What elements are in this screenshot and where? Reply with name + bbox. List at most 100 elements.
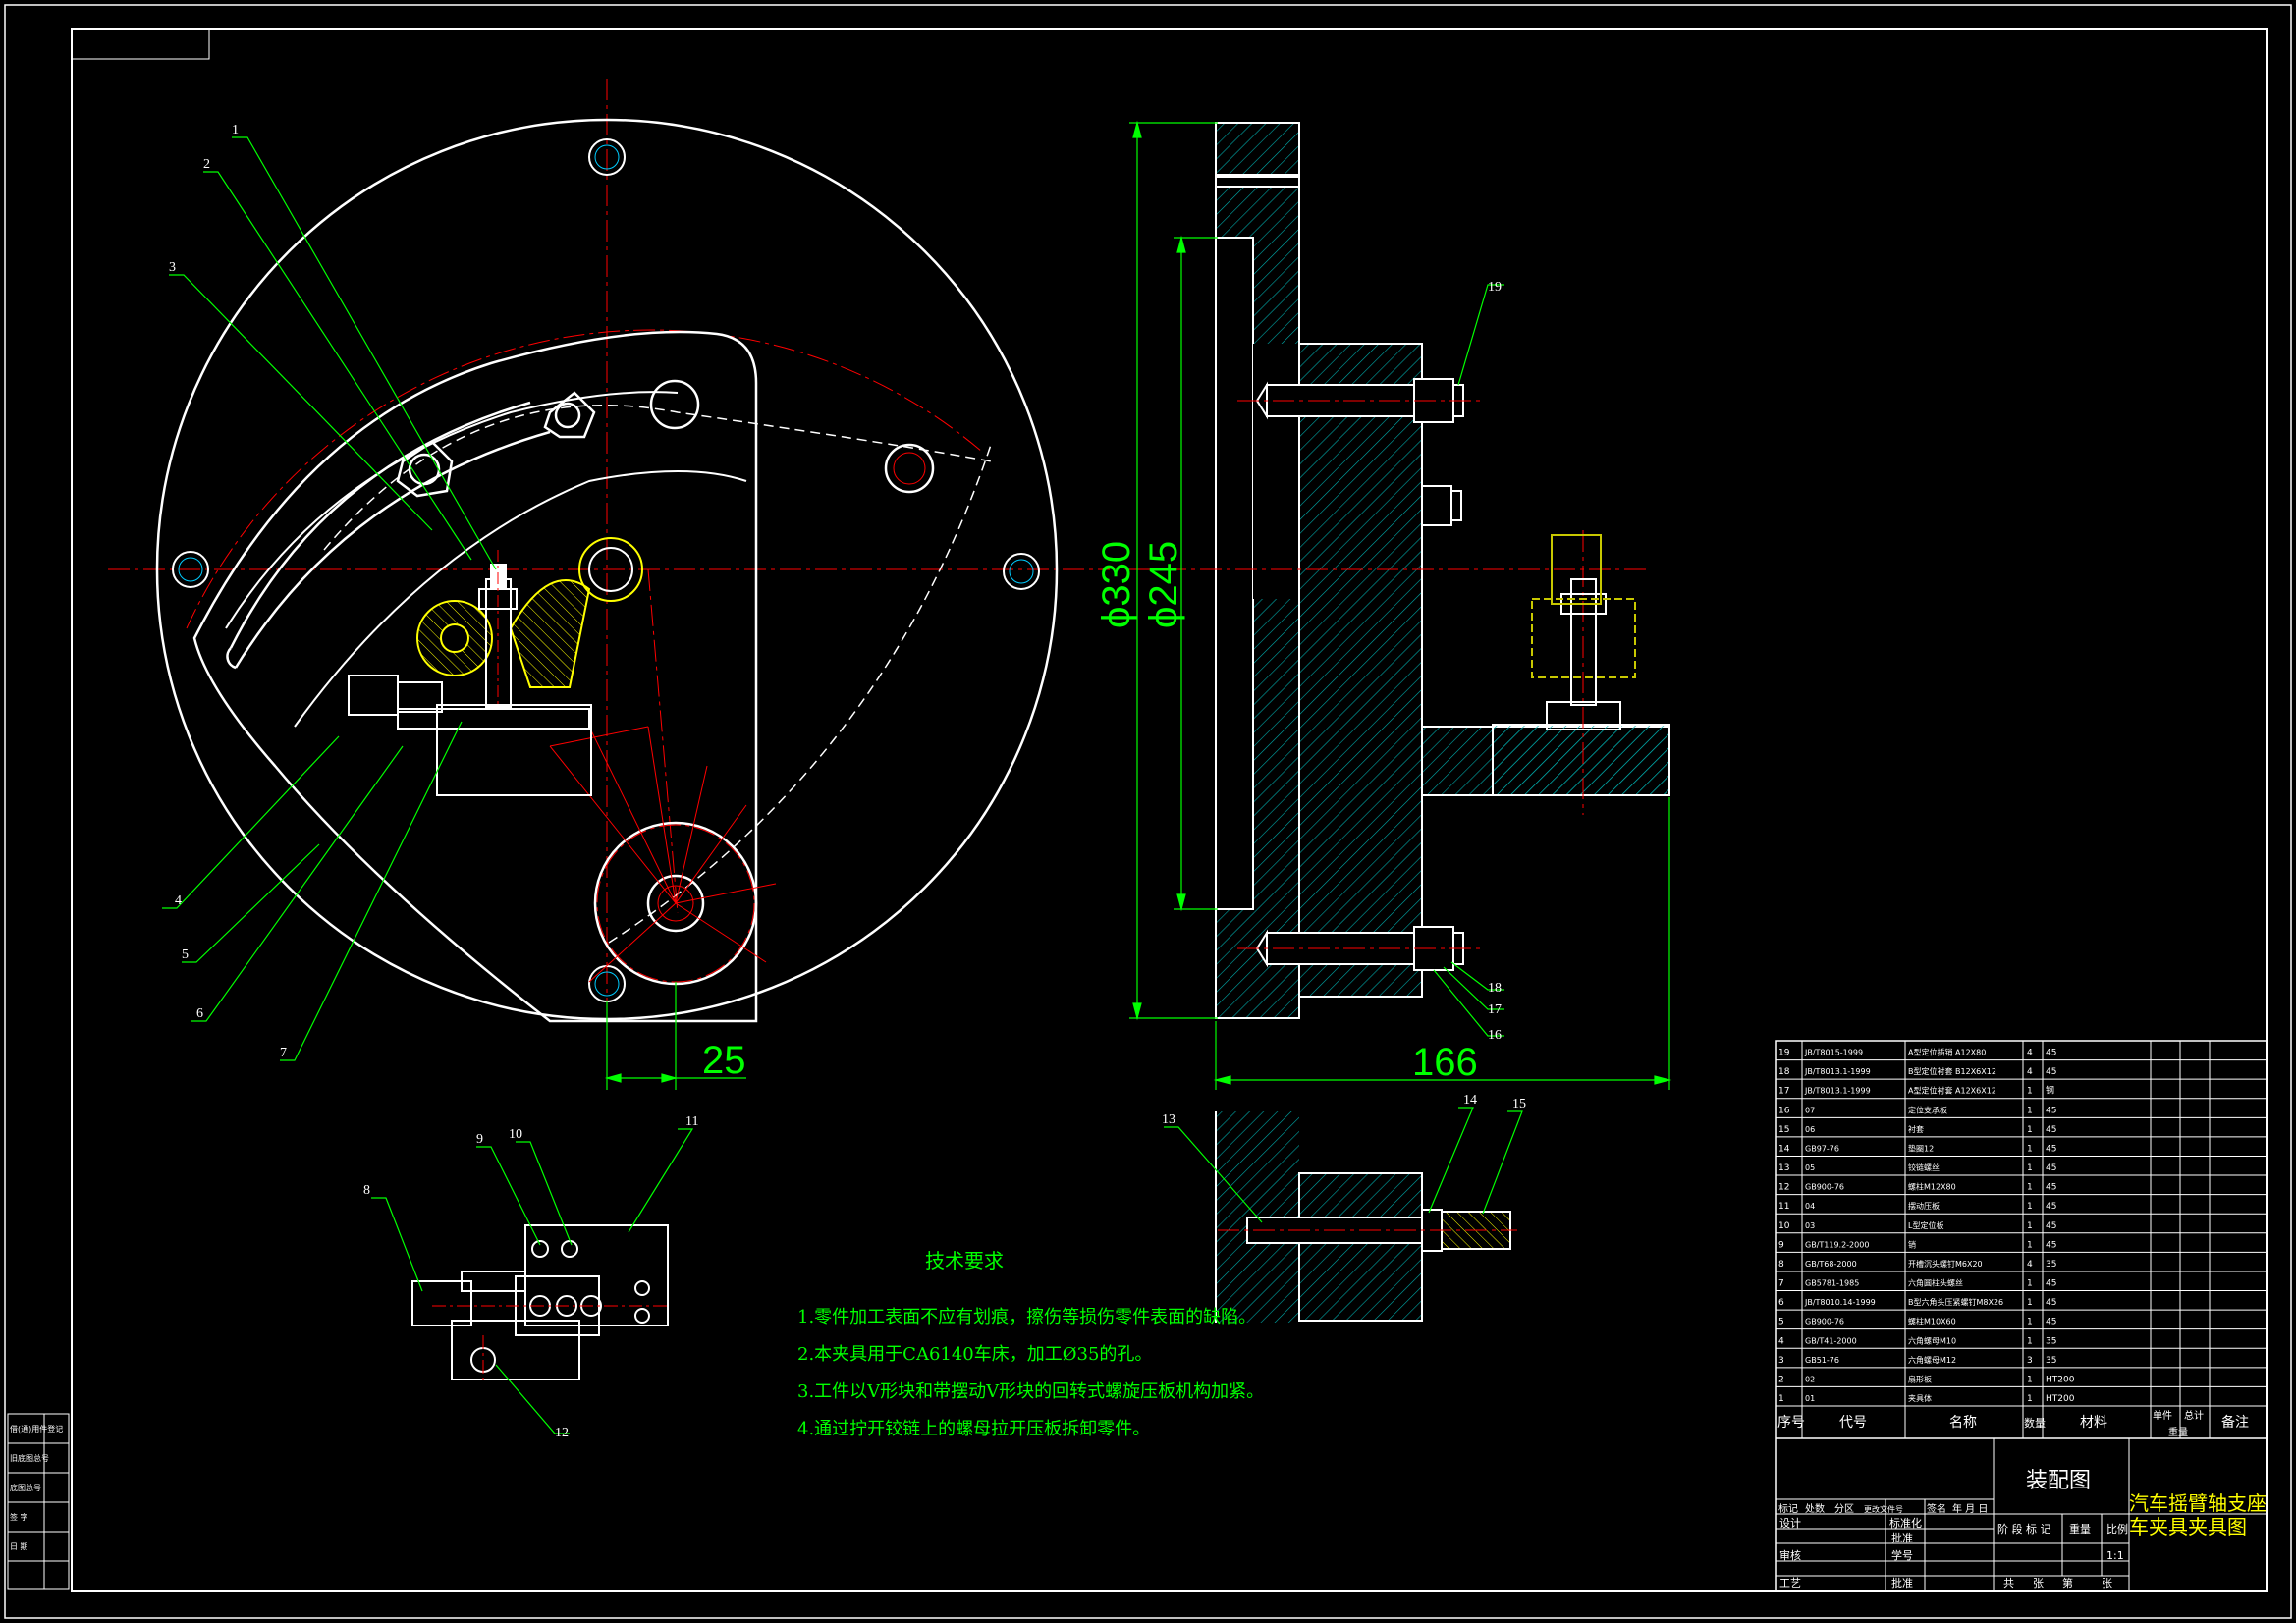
bom-cell: HT200 xyxy=(2046,1375,2075,1384)
bom-cell: GB/T41-2000 xyxy=(1805,1336,1857,1345)
drawing-name-2: 车夹具夹具图 xyxy=(2129,1515,2247,1539)
bom-cell: 1 xyxy=(2027,1221,2033,1231)
bom-cell: 螺柱M10X60 xyxy=(1908,1317,1956,1326)
rev-sign: 签名 xyxy=(1927,1502,1946,1515)
bom-cell: B型定位衬套 B12X6X12 xyxy=(1908,1066,1996,1076)
side-dims xyxy=(1129,120,1672,1090)
bom-cell: 1 xyxy=(1778,1394,1784,1404)
sector-holes xyxy=(396,379,935,498)
bom-cell: B型六角头压紧螺钉M8X26 xyxy=(1908,1297,2003,1307)
sheet-total: 共 xyxy=(2003,1577,2014,1590)
bom-cell: 1 xyxy=(2027,1375,2033,1384)
bom-cell: 1 xyxy=(2027,1125,2033,1135)
bom-cell: 1 xyxy=(2027,1144,2033,1154)
radial-lines xyxy=(549,726,777,983)
bom-cell: 钢 xyxy=(2046,1085,2054,1097)
bom-cell: 1 xyxy=(2027,1183,2033,1193)
balloon-8: 8 xyxy=(363,1183,370,1198)
hinge-detail: 13 14 15 xyxy=(1162,1093,1526,1323)
bom-cell: 45 xyxy=(2046,1125,2056,1135)
tech-req-line-2: 2.本夹具用于CA6140车床，加工Ø35的孔。 xyxy=(797,1344,1153,1365)
front-balloons: 1 2 3 4 5 6 7 xyxy=(169,123,287,1060)
hidden-arc xyxy=(323,404,993,944)
sign-design: 设计 xyxy=(1779,1517,1801,1530)
bom-cell: 六角螺母M10 xyxy=(1908,1335,1956,1345)
bom-cell: 5 xyxy=(1778,1318,1784,1327)
bom-cell: 16 xyxy=(1778,1106,1790,1115)
bom-cell: JB/T8013.1-1999 xyxy=(1804,1067,1871,1076)
bom-cell: 4 xyxy=(2027,1260,2033,1270)
rev-date: 年 月 日 xyxy=(1952,1502,1988,1515)
bom-cell: GB/T119.2-2000 xyxy=(1805,1240,1869,1249)
balloon-2: 2 xyxy=(203,157,210,172)
balloon-14: 14 xyxy=(1463,1093,1477,1108)
bom-cell: 1 xyxy=(2027,1202,2033,1212)
bom-cell: A型定位插销 A12X80 xyxy=(1908,1048,1986,1057)
balloon-4: 4 xyxy=(175,893,182,908)
bom-cell: 1 xyxy=(2027,1106,2033,1115)
sign-standard: 标准化 xyxy=(1889,1516,1922,1530)
bom-cell: 8 xyxy=(1778,1260,1784,1270)
bom-cell: 45 xyxy=(2046,1183,2056,1193)
bom-cell: 6 xyxy=(1778,1298,1784,1308)
bom-header-no: 序号 xyxy=(1777,1415,1805,1431)
bom-cell: 1 xyxy=(2027,1279,2033,1289)
bom-cell: 45 xyxy=(2046,1163,2056,1173)
bom-cell: 六角螺母M12 xyxy=(1908,1355,1956,1365)
balloon-16: 16 xyxy=(1488,1028,1502,1043)
balloon-15: 15 xyxy=(1512,1097,1526,1111)
bom-cell: 10 xyxy=(1778,1221,1790,1231)
tech-req-line-4: 4.通过拧开铰链上的螺母拉开压板拆卸零件。 xyxy=(797,1419,1151,1439)
bom-cell: 45 xyxy=(2046,1221,2056,1231)
sign-approve-1: 批准 xyxy=(1891,1531,1913,1544)
front-leaders xyxy=(162,136,497,1061)
bom-cell: GB900-76 xyxy=(1805,1318,1844,1326)
bom-header-weight: 重量 xyxy=(2168,1426,2188,1438)
dim-245-text: ϕ245 xyxy=(1142,541,1185,628)
bom-cell: 夹具体 xyxy=(1908,1393,1932,1403)
balloon-6: 6 xyxy=(196,1006,203,1021)
center-lines xyxy=(108,79,1110,1060)
bom-cell: 2 xyxy=(1778,1375,1784,1384)
bom-header-code: 代号 xyxy=(1839,1415,1867,1431)
title-block-text: 装配图 汽车摇臂轴支座 车夹具夹具图 标记 处数 分区 更改文件号 签名 年 月… xyxy=(1778,1469,2267,1590)
front-view: 1 2 3 4 5 6 7 25 xyxy=(108,79,1110,1090)
tech-req-title: 技术要求 xyxy=(925,1249,1004,1272)
bom-cell: 螺柱M12X80 xyxy=(1908,1182,1956,1192)
balloon-7: 7 xyxy=(280,1046,287,1060)
bom-cell: 45 xyxy=(2046,1144,2056,1154)
clamp-assembly xyxy=(348,550,592,796)
balloon-18: 18 xyxy=(1488,981,1502,996)
bom-cell: 45 xyxy=(2046,1298,2056,1308)
left-strip-text: 借(通)用件登记 旧底图总号 底图总号 签 字 日 期 xyxy=(10,1424,63,1551)
sheet-no-unit: 张 xyxy=(2102,1577,2112,1590)
stage-scale: 比例 xyxy=(2106,1522,2128,1536)
bom-cell: 01 xyxy=(1805,1394,1815,1403)
bom-header-name: 名称 xyxy=(1949,1415,1977,1431)
bom-cell: 4 xyxy=(2027,1067,2033,1077)
bom-cell: 45 xyxy=(2046,1240,2056,1250)
bom-cell: 扇形板 xyxy=(1908,1374,1932,1383)
balloon-10: 10 xyxy=(509,1127,522,1142)
bom-cell: 1 xyxy=(2027,1318,2033,1327)
bom-cell: GB51-76 xyxy=(1805,1356,1839,1365)
bom-cell: 04 xyxy=(1805,1202,1815,1211)
bom-cell: 定位支承板 xyxy=(1908,1105,1947,1114)
bom-cell: 45 xyxy=(2046,1049,2056,1058)
bom-cell: 05 xyxy=(1805,1163,1815,1172)
bom-cell: 45 xyxy=(2046,1202,2056,1212)
bom-cell: 35 xyxy=(2046,1260,2056,1270)
bom-cell: 4 xyxy=(2027,1049,2033,1058)
bom-cell: 1 xyxy=(2027,1394,2033,1404)
bom-cell: 1 xyxy=(2027,1163,2033,1173)
sign-approve-2: 批准 xyxy=(1891,1576,1913,1590)
strip-sign: 签 字 xyxy=(10,1512,28,1522)
bom-cell: 18 xyxy=(1778,1067,1790,1077)
strip-date: 日 期 xyxy=(10,1542,28,1551)
tech-req-line-1: 1.零件加工表面不应有划痕，擦伤等损伤零件表面的缺陷。 xyxy=(797,1307,1257,1327)
bom-cell: 开槽沉头螺钉M6X20 xyxy=(1908,1259,1983,1269)
balloon-17: 17 xyxy=(1488,1002,1502,1017)
rev-mark: 标记 xyxy=(1778,1503,1798,1515)
